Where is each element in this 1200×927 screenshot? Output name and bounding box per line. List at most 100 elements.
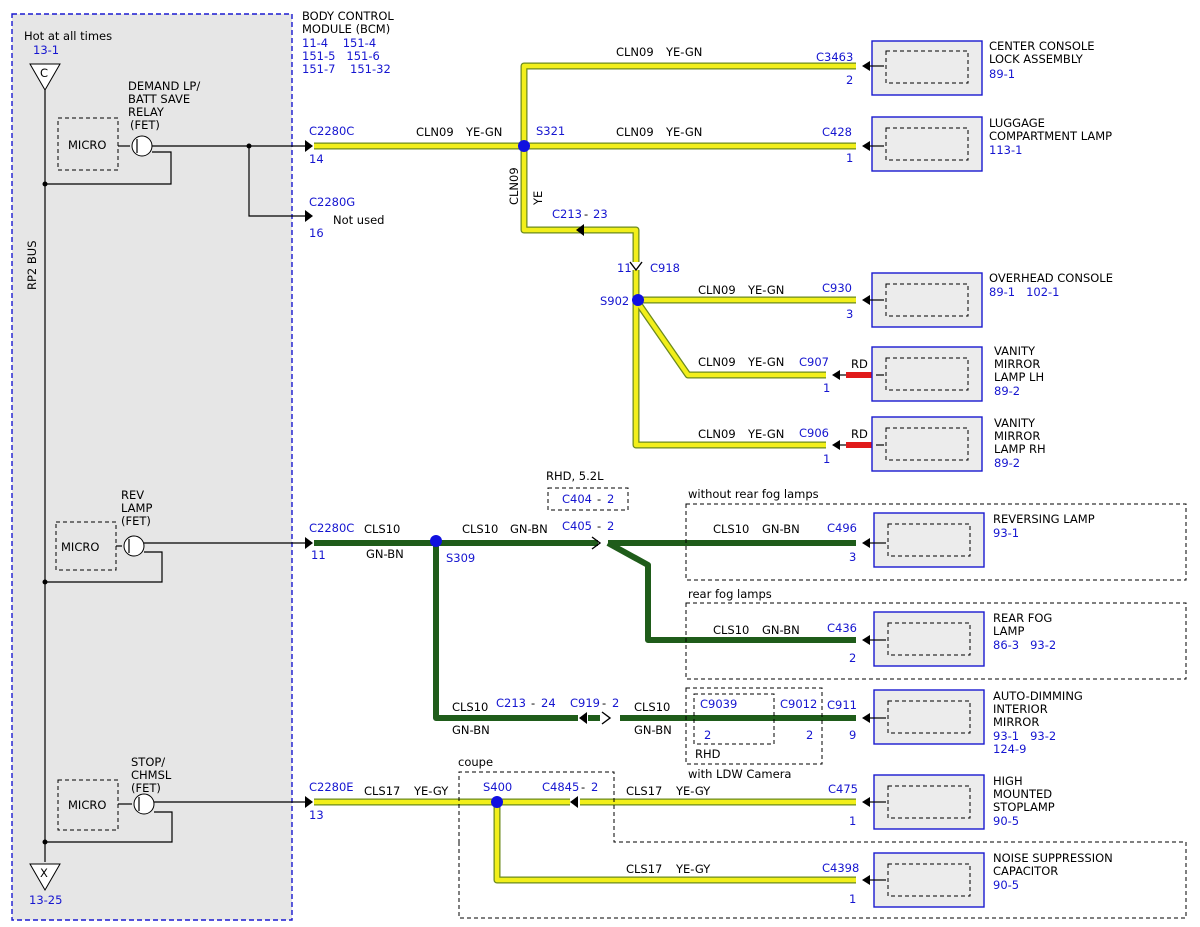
component-box xyxy=(871,116,983,172)
component-pin-label: 2 xyxy=(846,73,853,87)
c404-label: C404 xyxy=(562,492,592,506)
connector-arrow-icon xyxy=(862,61,870,71)
component-inner-box xyxy=(885,357,969,391)
component-ref: 90-5 xyxy=(993,814,1019,828)
rd-wire-stubs xyxy=(846,372,876,448)
component-name-line1: NOISE SUPPRESSION xyxy=(993,851,1113,865)
relay1-fet-icon xyxy=(131,135,153,157)
wire-label-cls17-3: CLS17 xyxy=(626,862,662,876)
component-inner-box xyxy=(887,785,971,819)
component-center-console-lock[interactable]: C3463 2 CENTER CONSOLE LOCK ASSEMBLY 89-… xyxy=(816,39,1095,96)
component-inner-box xyxy=(885,50,969,84)
component-name-line1: REVERSING LAMP xyxy=(993,512,1095,526)
option-without-rear-fog xyxy=(685,503,1187,581)
component-auto-dimming-mirror[interactable]: C911 9 AUTO-DIMMING INTERIOR MIRROR 93-1… xyxy=(827,689,1083,756)
wire-label-cln09-1: CLN09 xyxy=(416,125,454,139)
component-name-line3: LAMP LH xyxy=(994,370,1044,384)
c2280c-top-label: C2280C xyxy=(309,124,354,138)
component-name-line1: HIGH xyxy=(993,774,1023,788)
c2280c-mid-label: C2280C xyxy=(309,521,354,535)
splice-s309[interactable] xyxy=(430,535,442,547)
splice-s400[interactable] xyxy=(491,796,503,808)
wire-color-gnbn-2: GN-BN xyxy=(510,522,548,536)
c9012-pin: 2 xyxy=(806,728,813,742)
wire-label-cls10-4: CLS10 xyxy=(713,623,749,637)
relay1-branch-not-used xyxy=(248,146,305,217)
component-vanity-mirror-lamp-lh[interactable]: C907 1 VANITY MIRROR LAMP LH 89-2 xyxy=(799,344,1044,402)
c9039-pin: 2 xyxy=(704,728,711,742)
wire-label-cln09-3: CLN09 xyxy=(616,125,654,139)
component-luggage-compartment-lamp[interactable]: C428 1 LUGGAGE COMPARTMENT LAMP 113-1 xyxy=(822,116,1112,172)
micro-box-1 xyxy=(57,117,119,171)
note-rhd-52l: RHD, 5.2L xyxy=(546,469,604,483)
c9039-option-box xyxy=(693,693,775,745)
component-name-line3: MIRROR xyxy=(993,715,1039,729)
bcm-refs-line3: 151-7 151-32 xyxy=(302,62,391,76)
wire-label-cls17-1: CLS17 xyxy=(364,784,400,798)
component-ref: 89-1 xyxy=(989,67,1015,81)
wire-label-cln09-4: CLN09 xyxy=(698,283,736,297)
component-reversing-lamp[interactable]: C496 3 REVERSING LAMP 93-1 xyxy=(827,512,1095,568)
relay1-feed xyxy=(45,151,172,185)
component-name-line2: MIRROR xyxy=(994,429,1040,443)
component-ref: 93-1 93-2 xyxy=(993,729,1056,743)
c2280g-pin: 16 xyxy=(309,226,324,240)
c4845-pin: 2 xyxy=(591,780,598,794)
connector-arrow-icon xyxy=(832,370,840,380)
component-name-line2: LOCK ASSEMBLY xyxy=(989,52,1084,66)
relay3-line1: STOP/ xyxy=(131,755,165,769)
c919-label: C919 xyxy=(570,696,600,710)
splice-s902[interactable] xyxy=(632,294,644,306)
micro-label-1: MICRO xyxy=(68,138,106,152)
component-name-line1: AUTO-DIMMING xyxy=(993,689,1083,703)
component-inner-box xyxy=(887,863,971,897)
component-name-line1: VANITY xyxy=(994,344,1036,358)
component-pin-label: 3 xyxy=(846,307,853,321)
c213-23-label: C213 xyxy=(552,207,582,221)
component-name-line2: MIRROR xyxy=(994,357,1040,371)
relay3-line2: CHMSL xyxy=(131,768,172,782)
top-connector-letter: C xyxy=(40,66,48,80)
bottom-connector-letter: X xyxy=(40,866,48,880)
relay3-line3: (FET) xyxy=(131,781,161,795)
component-name-line2: LAMP xyxy=(993,624,1024,638)
c2280e-arrow-icon xyxy=(305,796,313,808)
component-noise-suppression-capacitor[interactable]: C4398 1 NOISE SUPPRESSION CAPACITOR 90-5 xyxy=(822,851,1113,908)
component-high-mounted-stoplamp[interactable]: C475 1 HIGH MOUNTED STOPLAMP 90-5 xyxy=(828,774,1055,830)
c213-23-sep: - xyxy=(584,207,588,221)
splice-s321[interactable] xyxy=(518,140,530,152)
component-ref: 89-2 xyxy=(994,456,1020,470)
relay2-fet-icon xyxy=(123,535,145,557)
wire-color-yegy-2: YE-GY xyxy=(675,784,711,798)
c213-23-arrow-icon xyxy=(576,224,584,236)
c2280e-pin: 13 xyxy=(309,808,324,822)
component-pin-label: 1 xyxy=(823,452,830,466)
component-connector-label: C907 xyxy=(799,355,829,369)
bcm-title-line2: MODULE (BCM) xyxy=(302,22,390,36)
wire-color-yegn-1: YE-GN xyxy=(465,125,502,139)
component-connector-label: C906 xyxy=(799,426,829,440)
c404-option-box xyxy=(547,487,629,511)
component-name-line3: LAMP RH xyxy=(994,442,1046,456)
component-connector-label: C496 xyxy=(827,521,857,535)
component-connector-label: C930 xyxy=(822,281,852,295)
component-name-line2: CAPACITOR xyxy=(993,864,1058,878)
micro-box-3 xyxy=(57,779,119,831)
c9012-label: C9012 xyxy=(780,697,817,711)
connector-arrow-icon xyxy=(862,713,870,723)
c405-pin: 2 xyxy=(607,519,614,533)
wire-color-yegy-3: YE-GY xyxy=(675,862,711,876)
wire-label-cls10-1: CLS10 xyxy=(364,522,400,536)
component-rear-fog-lamp[interactable]: C436 2 REAR FOG LAMP 86-3 93-2 xyxy=(827,611,1056,667)
component-inner-box xyxy=(885,127,969,161)
connector-arrow-icon xyxy=(862,295,870,305)
component-name-line2: MOUNTED xyxy=(993,787,1052,801)
component-vanity-mirror-lamp-rh[interactable]: C906 1 VANITY MIRROR LAMP RH 89-2 xyxy=(799,416,1046,472)
component-pin-label: 1 xyxy=(849,814,856,828)
component-overhead-console[interactable]: C930 3 OVERHEAD CONSOLE 89-1 102-1 xyxy=(822,271,1113,328)
component-box xyxy=(873,611,985,667)
component-inner-box xyxy=(887,700,971,734)
component-box xyxy=(871,416,983,472)
relay2-line3: (FET) xyxy=(121,514,151,528)
c2280c-mid-pin: 11 xyxy=(311,548,326,562)
